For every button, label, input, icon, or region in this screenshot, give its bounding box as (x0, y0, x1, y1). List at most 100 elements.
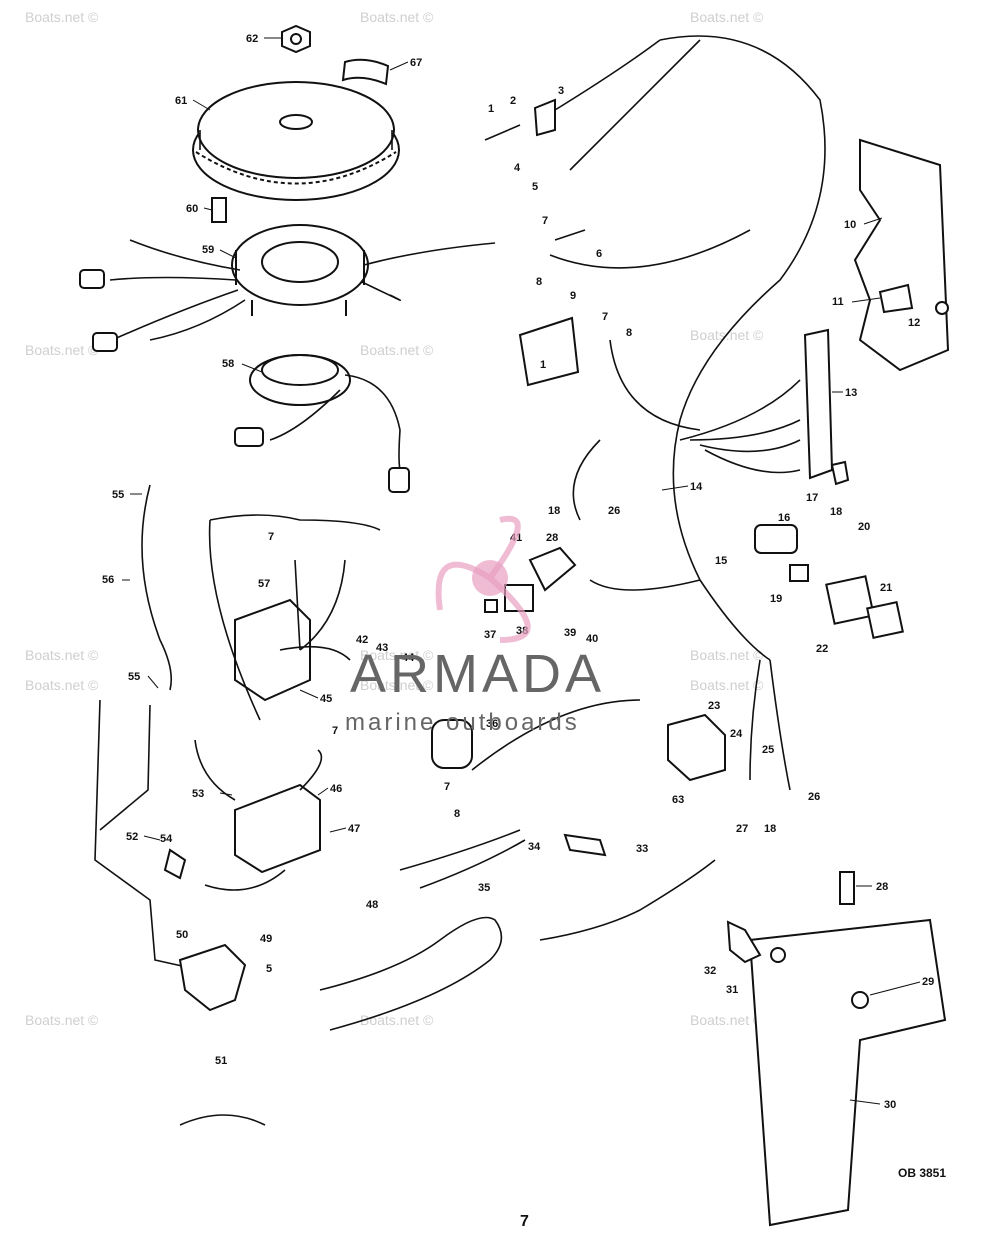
part-62-nut (281, 24, 311, 54)
callout-47: 47 (348, 823, 360, 835)
callout-30: 30 (884, 1099, 896, 1111)
callout-48: 48 (366, 899, 378, 911)
part-13-terminal-block (803, 328, 834, 480)
callout-55: 55 (112, 489, 124, 501)
callout-58: 58 (222, 358, 234, 370)
part-12-screw (935, 301, 949, 315)
part-52-harness (94, 699, 201, 971)
callout-45: 45 (320, 693, 332, 705)
callout-18: 18 (830, 506, 842, 518)
watermark: Boats.net © (690, 677, 764, 693)
callout-13: 13 (845, 387, 857, 399)
callout-61: 61 (175, 95, 187, 107)
callout-8: 8 (454, 808, 460, 820)
part-17-jumper (830, 460, 850, 486)
callout-7: 7 (542, 215, 548, 227)
watermark: Boats.net © (360, 1012, 434, 1028)
callout-7: 7 (268, 531, 274, 543)
part-23-solenoid (667, 713, 726, 782)
part-61-flywheel (192, 81, 400, 201)
callout-62: 62 (246, 33, 258, 45)
part-21-gasket (866, 601, 904, 639)
part-32-stud (726, 920, 762, 964)
callout-67: 67 (410, 57, 422, 69)
callout-28: 28 (546, 532, 558, 544)
callout-37: 37 (484, 629, 496, 641)
callout-20: 20 (858, 521, 870, 533)
part-11-clamp (878, 283, 914, 314)
callout-42: 42 (356, 634, 368, 646)
callout-26: 26 (808, 791, 820, 803)
callout-50: 50 (176, 929, 188, 941)
callout-54: 54 (160, 833, 173, 845)
callout-7: 7 (602, 311, 608, 323)
callout-43: 43 (376, 642, 388, 654)
part-51-ground-lead (179, 1114, 266, 1126)
watermark: Boats.net © (25, 9, 99, 25)
part-36-wire (471, 699, 641, 771)
part-10-bracket (853, 138, 950, 372)
callout-15: 15 (715, 555, 727, 567)
callout-49: 49 (260, 933, 272, 945)
callout-44: 44 (402, 652, 415, 664)
page-number: 7 (520, 1213, 529, 1230)
part-16-key-switch (754, 524, 809, 582)
part-50-rectifier (178, 943, 247, 1012)
part-28-standoff (839, 871, 855, 905)
callout-5: 5 (532, 181, 538, 193)
callout-18: 18 (764, 823, 776, 835)
part-46-switch-box (194, 739, 323, 874)
callout-1: 1 (488, 103, 494, 115)
callout-25: 25 (762, 744, 774, 756)
part-3-bracket (533, 98, 556, 137)
part-59-stator (79, 224, 496, 352)
callout-21: 21 (880, 582, 892, 594)
part-35-main-harness (319, 916, 503, 1031)
watermark: Boats.net © (360, 647, 434, 663)
callout-12: 12 (908, 317, 920, 329)
callout-1: 1 (540, 359, 546, 371)
watermark: Boats.net © (25, 677, 99, 693)
callout-53: 53 (192, 788, 204, 800)
part-30-mount-plate (748, 918, 947, 1227)
callout-32: 32 (704, 965, 716, 977)
part-45-power-pack (208, 514, 381, 721)
callout-26: 26 (608, 505, 620, 517)
leader-lines (122, 37, 921, 1105)
callout-23: 23 (708, 700, 720, 712)
part-36-condenser (431, 719, 473, 769)
callout-5: 5 (266, 963, 272, 975)
callout-39: 39 (564, 627, 576, 639)
callout-31: 31 (726, 984, 738, 996)
callout-14: 14 (690, 481, 703, 493)
part-67-strip (341, 58, 390, 86)
part-1-screw (484, 124, 521, 141)
callout-52: 52 (126, 831, 138, 843)
callout-4: 4 (514, 162, 521, 174)
part-60-bolt (211, 197, 227, 223)
callout-60: 60 (186, 203, 198, 215)
watermark: Boats.net © (690, 1012, 764, 1028)
callout-27: 27 (736, 823, 748, 835)
callout-55: 55 (128, 671, 140, 683)
callout-36: 36 (486, 718, 498, 730)
part-56-lead (141, 484, 173, 691)
watermark: Boats.net © (360, 9, 434, 25)
part-6-bolt (554, 229, 586, 241)
callout-22: 22 (816, 643, 828, 655)
callout-8: 8 (626, 327, 632, 339)
callout-2: 2 (510, 95, 516, 107)
callout-11: 11 (832, 296, 844, 308)
logo-name: ARMADA (350, 644, 605, 704)
callout-29: 29 (922, 976, 934, 988)
callout-59: 59 (202, 244, 214, 256)
watermark: Boats.net © (25, 1012, 99, 1028)
callout-34: 34 (528, 841, 541, 853)
watermark: Boats.net © (690, 9, 764, 25)
watermark: Boats.net © (690, 647, 764, 663)
part-22-plate (825, 575, 875, 625)
armada-logo: ARMADA marine outboards (345, 515, 605, 736)
callout-10: 10 (844, 219, 856, 231)
callout-28: 28 (876, 881, 888, 893)
